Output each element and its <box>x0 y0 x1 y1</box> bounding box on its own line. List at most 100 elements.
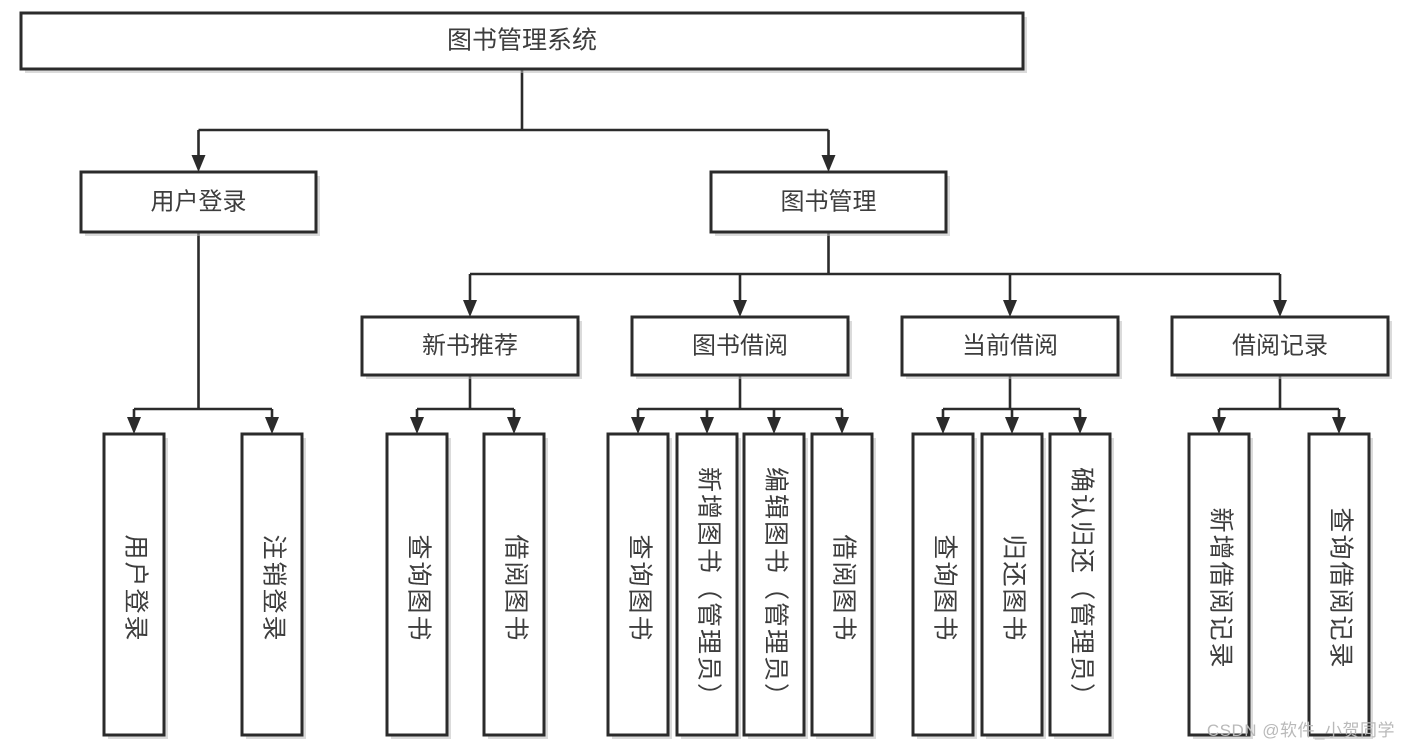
node-current[interactable]: 当前借阅 <box>900 315 1122 379</box>
node-label-char: 员 <box>761 656 789 683</box>
node-label-char: 图 <box>829 588 857 615</box>
node-label-char: 编 <box>761 467 789 494</box>
node-bookmgmt[interactable]: 图书管理 <box>709 170 950 236</box>
node-label: 用户登录 <box>151 188 247 215</box>
arrow-head-icon <box>265 417 279 434</box>
node-label-char: 录 <box>1206 642 1234 669</box>
node-label-char: 用 <box>121 534 149 561</box>
node-box[interactable] <box>1048 432 1112 737</box>
node-label-char: ） <box>761 683 789 710</box>
arrow-head-icon <box>733 300 747 317</box>
node-label-char: 员 <box>694 656 722 683</box>
node-label-char: ） <box>694 683 722 710</box>
node-label-char: 管 <box>761 602 789 629</box>
node-root[interactable]: 图书管理系统 <box>19 11 1027 73</box>
node-label-char: 理 <box>761 629 789 656</box>
node-label: 图书管理 <box>781 188 877 215</box>
node-label-char: 查 <box>1326 507 1354 534</box>
arrow-head-icon <box>127 417 141 434</box>
node-label-char: ） <box>1067 683 1095 710</box>
node-label-char: 新 <box>694 467 722 494</box>
node-login[interactable]: 用户登录 <box>79 170 320 236</box>
arrow-head-icon <box>1212 417 1226 434</box>
node-box[interactable] <box>482 432 546 737</box>
node-label-char: 询 <box>404 561 432 588</box>
node-label-char: 书 <box>625 615 653 642</box>
node-label: 借阅记录 <box>1232 332 1328 359</box>
node-box[interactable] <box>1187 432 1251 737</box>
node-label-char: 登 <box>121 588 149 615</box>
node-label-char: 询 <box>1326 534 1354 561</box>
node-label-char: 录 <box>121 615 149 642</box>
arrow-head-icon <box>1273 300 1287 317</box>
node-box[interactable] <box>240 432 304 737</box>
node-login-1[interactable]: 用户登录 <box>102 432 168 739</box>
node-label-char: 增 <box>1206 534 1234 561</box>
arrow-head-icon <box>1005 417 1019 434</box>
node-label-char: 管 <box>694 602 722 629</box>
node-box[interactable] <box>980 432 1044 737</box>
node-box[interactable] <box>385 432 449 737</box>
arrow-head-icon <box>1003 300 1017 317</box>
node-box[interactable] <box>709 170 948 234</box>
node-box[interactable] <box>911 432 975 737</box>
node-box[interactable] <box>360 315 580 377</box>
node-label-char: 确 <box>1067 467 1095 494</box>
node-box[interactable] <box>1170 315 1390 377</box>
node-box[interactable] <box>102 432 166 737</box>
node-box[interactable] <box>900 315 1120 377</box>
node-label-char: 查 <box>625 534 653 561</box>
node-borrow[interactable]: 图书借阅 <box>630 315 852 379</box>
node-label-char: 借 <box>1326 561 1354 588</box>
node-box[interactable] <box>742 432 806 737</box>
node-label-char: 阅 <box>501 561 529 588</box>
node-label-char: 登 <box>259 588 287 615</box>
node-label-char: 阅 <box>829 561 857 588</box>
node-label: 新书推荐 <box>422 332 518 359</box>
node-label-char: 借 <box>1206 561 1234 588</box>
node-label-char: 员 <box>1067 656 1095 683</box>
node-label: 图书借阅 <box>692 332 788 359</box>
node-box[interactable] <box>79 170 318 234</box>
node-record[interactable]: 借阅记录 <box>1170 315 1392 379</box>
node-label-char: 查 <box>930 534 958 561</box>
arrow-head-icon <box>507 417 521 434</box>
node-box[interactable] <box>1307 432 1371 737</box>
node-layer: 图书管理系统用户登录图书管理新书推荐图书借阅当前借阅借阅记录用户登录注销登录查询… <box>19 11 1392 739</box>
node-label-char: 图 <box>625 588 653 615</box>
node-label-char: 还 <box>1067 548 1095 575</box>
node-box[interactable] <box>19 11 1025 71</box>
node-label-char: 查 <box>404 534 432 561</box>
node-box[interactable] <box>810 432 874 737</box>
node-label-char: 询 <box>930 561 958 588</box>
arrow-head-icon <box>410 417 424 434</box>
node-label-char: （ <box>1067 575 1095 602</box>
arrow-head-icon <box>1332 417 1346 434</box>
arrow-head-icon <box>835 417 849 434</box>
arrow-head-icon <box>191 155 206 172</box>
node-box[interactable] <box>630 315 850 377</box>
node-box[interactable] <box>606 432 670 737</box>
node-label-char: 认 <box>1067 494 1095 521</box>
node-label-char: 销 <box>259 561 287 588</box>
node-newbook[interactable]: 新书推荐 <box>360 315 582 379</box>
node-label-char: 图 <box>930 588 958 615</box>
node-box[interactable] <box>675 432 739 737</box>
node-label-char: 理 <box>694 629 722 656</box>
node-label-char: 书 <box>404 615 432 642</box>
node-label-char: 图 <box>501 588 529 615</box>
node-label-char: 还 <box>999 561 1027 588</box>
arrow-head-icon <box>463 300 477 317</box>
